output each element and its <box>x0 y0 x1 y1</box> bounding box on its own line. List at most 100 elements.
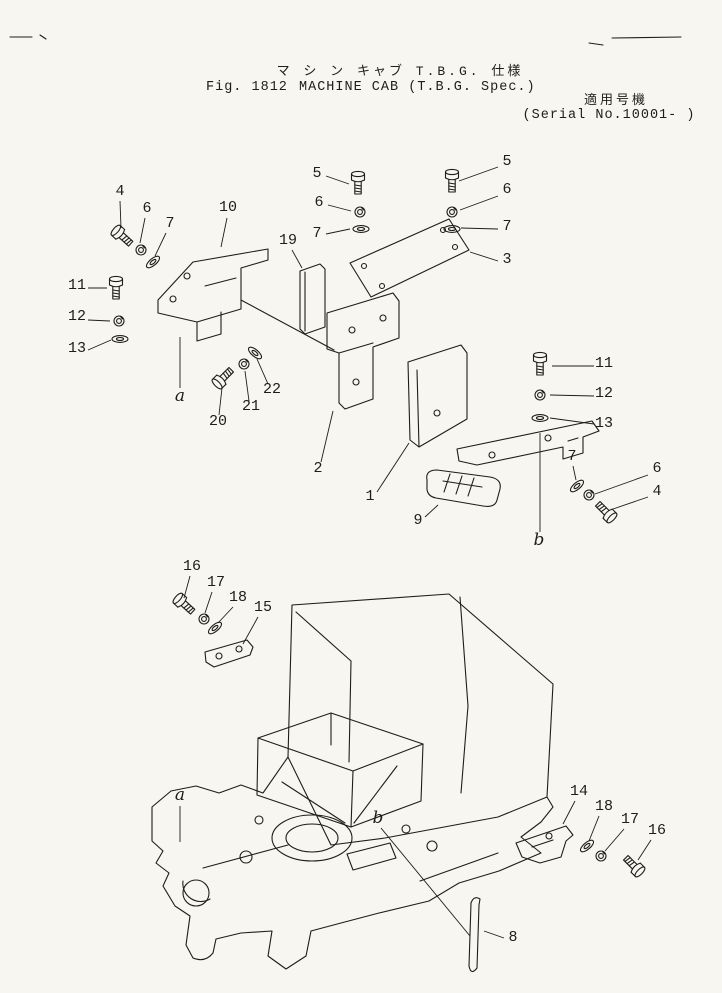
part-number-leader-14 <box>562 800 576 825</box>
part-number-17: 17 <box>207 574 225 591</box>
plate-19 <box>299 263 326 335</box>
part-number-9: 9 <box>413 512 422 529</box>
serial-number: (Serial No.10001- ) <box>523 108 696 123</box>
bolt-5-left <box>350 170 366 195</box>
corner-mark-right <box>588 36 682 46</box>
flat-washer-7-left <box>352 225 370 233</box>
bolt-11-left <box>108 275 124 300</box>
part-number-leader-7 <box>460 227 499 230</box>
spring-washer-21 <box>238 358 250 370</box>
part-number-11: 11 <box>595 355 613 372</box>
part-number-3: 3 <box>502 251 511 268</box>
plate-1 <box>407 344 468 448</box>
part-number-16: 16 <box>183 558 201 575</box>
part-number-5: 5 <box>312 165 321 182</box>
part-number-leader-1 <box>376 442 410 493</box>
part-number-leader-3 <box>469 251 499 262</box>
part-number-leader-12 <box>87 319 111 322</box>
part-number-20: 20 <box>209 413 227 430</box>
spring-washer-12-right <box>534 389 546 401</box>
part-number-leader-21 <box>244 370 250 402</box>
part-number-12: 12 <box>68 308 86 325</box>
part-number-leader-8 <box>483 930 505 939</box>
ref-letter-leader-b <box>380 827 471 937</box>
flat-washer-18-left <box>206 619 224 637</box>
part-number-7: 7 <box>312 225 321 242</box>
flat-washer-13-right <box>531 414 549 422</box>
part-number-leader-17 <box>204 591 213 614</box>
part-number-13: 13 <box>595 415 613 432</box>
part-number-leader-10 <box>220 217 228 248</box>
ref-letter-b: b <box>373 808 384 828</box>
part-number-leader-6 <box>139 217 146 244</box>
flat-washer-18-right <box>578 837 596 855</box>
bolt-4-left <box>108 223 136 250</box>
part-number-leader-18 <box>588 815 600 842</box>
part-number-leader-7 <box>325 228 351 235</box>
flat-washer-13-left <box>111 335 129 343</box>
part-number-leader-4 <box>119 200 122 229</box>
part-number-6: 6 <box>314 194 323 211</box>
bolt-11-right <box>532 351 548 376</box>
part-number-leader-13 <box>549 417 595 425</box>
deck-frame <box>151 756 554 970</box>
part-number-17: 17 <box>621 811 639 828</box>
part-number-leader-4 <box>612 496 649 510</box>
spring-washer-6-topleft <box>135 244 147 256</box>
part-number-6: 6 <box>502 181 511 198</box>
ref-letter-a: a <box>175 386 185 406</box>
part-number-leader-13 <box>87 339 112 351</box>
part-number-18: 18 <box>595 798 613 815</box>
part-number-16: 16 <box>648 822 666 839</box>
part-number-6: 6 <box>142 200 151 217</box>
part-number-leader-12 <box>549 394 595 397</box>
spring-washer-6-left <box>354 206 366 218</box>
ref-letter-b: b <box>534 530 545 550</box>
part-number-leader-15 <box>242 616 259 645</box>
part-number-leader-22 <box>256 358 269 385</box>
part-number-21: 21 <box>242 398 260 415</box>
flat-washer-7-topleft <box>144 253 162 271</box>
part-number-leader-9 <box>424 504 439 518</box>
flat-washer-22 <box>246 344 264 362</box>
part-number-leader-6 <box>327 204 352 212</box>
part-number-leader-17 <box>604 828 625 852</box>
spring-washer-6-lowright <box>583 489 595 501</box>
part-number-11: 11 <box>68 277 86 294</box>
bracket-10 <box>157 248 335 351</box>
part-number-10: 10 <box>219 199 237 216</box>
part-number-leader-7 <box>572 465 577 481</box>
title-english: MACHINE CAB (T.B.G. Spec.) <box>299 80 536 95</box>
part-number-7: 7 <box>502 218 511 235</box>
part-number-13: 13 <box>68 340 86 357</box>
part-number-leader-18 <box>217 606 234 624</box>
spring-washer-17-right <box>595 850 607 862</box>
part-number-4: 4 <box>115 183 124 200</box>
bracket-15 <box>204 639 254 668</box>
floor-frame <box>256 712 424 828</box>
part-number-18: 18 <box>229 589 247 606</box>
part-number-leader-6 <box>594 474 649 495</box>
part-number-leader-6 <box>459 195 499 211</box>
part-number-12: 12 <box>595 385 613 402</box>
bracket-2 <box>326 292 400 410</box>
part-number-22: 22 <box>263 381 281 398</box>
bolt-5-right <box>444 168 460 193</box>
handle-9 <box>426 469 501 507</box>
spring-washer-6-right <box>446 206 458 218</box>
title-japanese: マ シ ン キャブ T.B.G. 仕様 <box>277 63 524 79</box>
corner-mark-left <box>9 34 47 40</box>
part-number-6: 6 <box>652 460 661 477</box>
part-number-leader-16 <box>637 839 652 861</box>
flat-washer-7-lowright <box>568 477 586 495</box>
part-number-leader-16 <box>183 575 191 599</box>
bracket-strip-b <box>456 420 600 466</box>
part-number-5: 5 <box>502 153 511 170</box>
header: マ シ ン キャブ T.B.G. 仕様 Fig. 1812 MACHINE CA… <box>206 63 696 123</box>
bolt-4-right <box>592 498 619 525</box>
part-number-1: 1 <box>365 488 374 505</box>
spring-washer-17-left <box>198 613 210 625</box>
part-number-leader-5 <box>325 175 350 185</box>
